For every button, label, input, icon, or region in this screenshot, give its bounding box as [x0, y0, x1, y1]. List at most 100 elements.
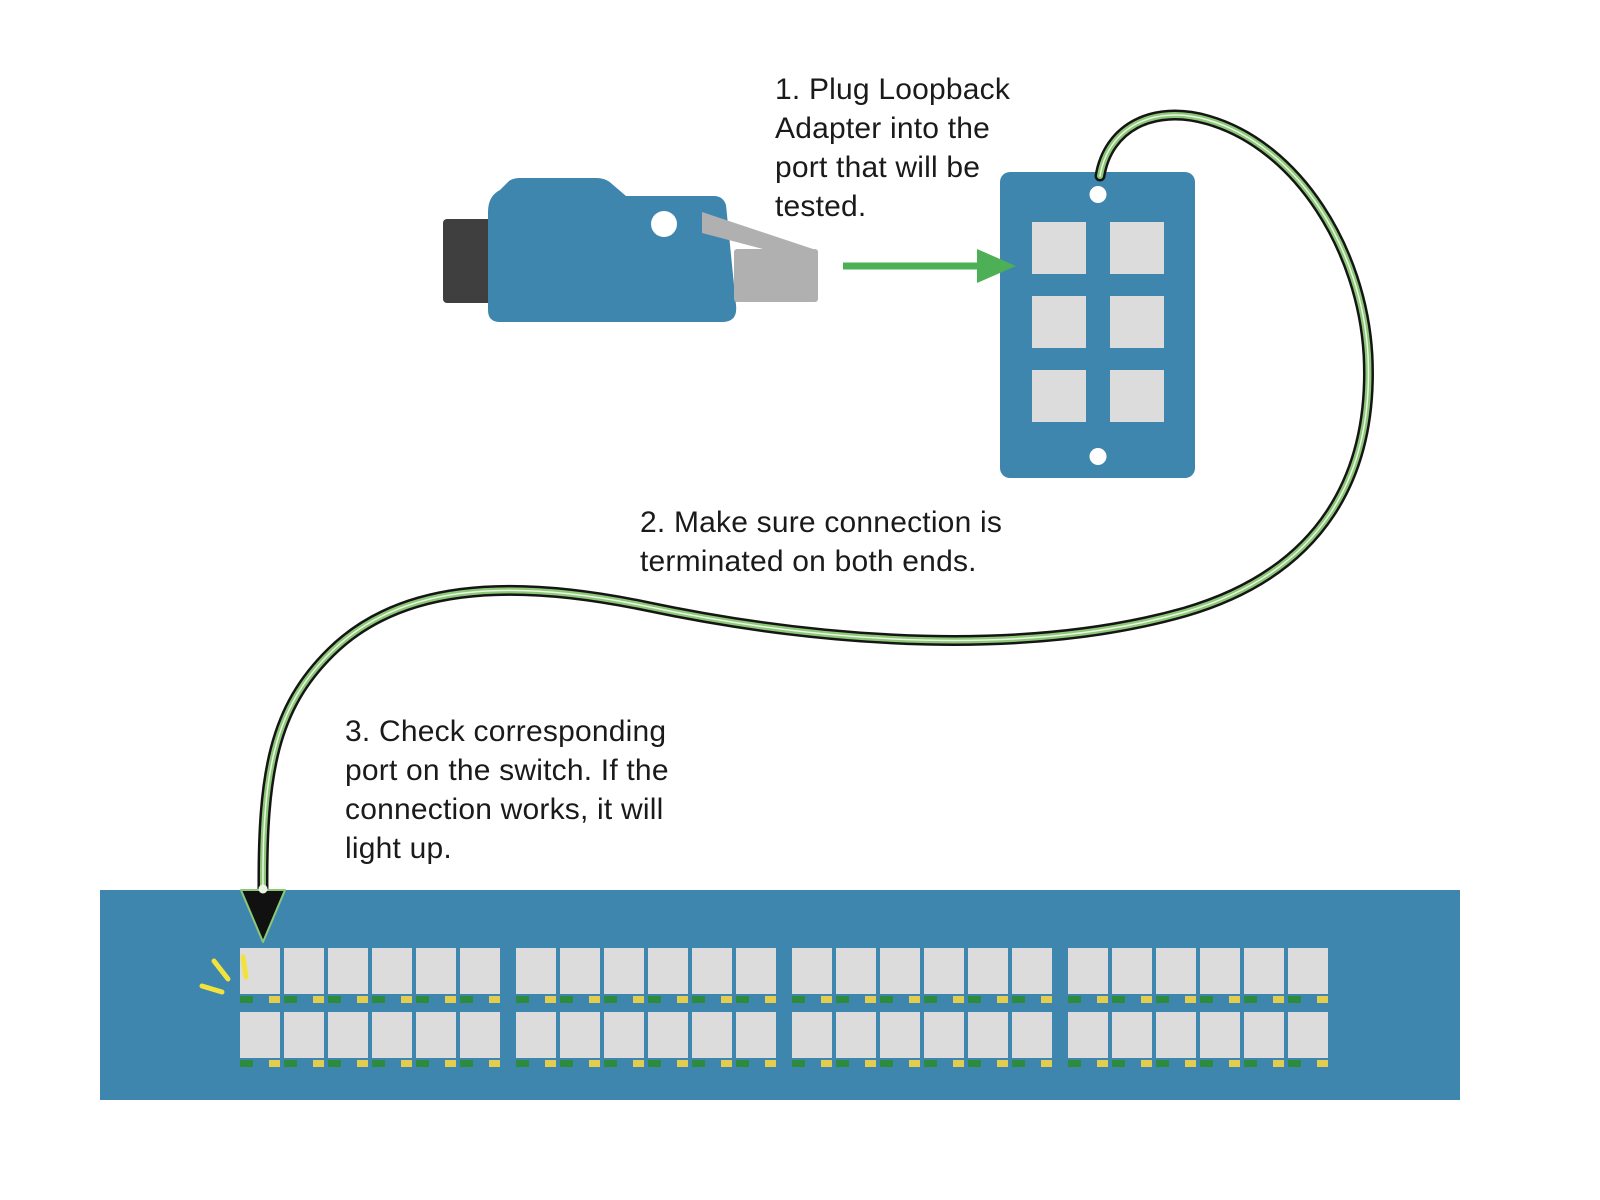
port-leds — [880, 996, 920, 1003]
port-jack — [460, 948, 500, 994]
port-led-green — [1112, 996, 1125, 1003]
port-leds — [240, 996, 280, 1003]
port-led-yellow — [401, 996, 412, 1003]
port-led-yellow — [545, 1060, 556, 1067]
port-led-green — [692, 996, 705, 1003]
port-led-green — [836, 996, 849, 1003]
port-jack — [560, 948, 600, 994]
port-led-yellow — [1185, 996, 1196, 1003]
port-led-green — [1068, 996, 1081, 1003]
port-led-yellow — [953, 1060, 964, 1067]
port-jack — [1012, 1012, 1052, 1058]
port-led-green — [1012, 1060, 1025, 1067]
switch-port-group — [1068, 1012, 1328, 1067]
port-led-green — [604, 996, 617, 1003]
port-leds — [1012, 1060, 1052, 1067]
port-leds — [460, 996, 500, 1003]
port-led-green — [1068, 1060, 1081, 1067]
port-jack — [968, 1012, 1008, 1058]
port-led-yellow — [1097, 996, 1108, 1003]
port-led-green — [1156, 1060, 1169, 1067]
port-led-yellow — [357, 1060, 368, 1067]
port-led-green — [284, 996, 297, 1003]
switch-port-row — [240, 948, 1328, 1003]
port-led-yellow — [765, 996, 776, 1003]
port-jack — [284, 1012, 324, 1058]
port-jack — [1012, 948, 1052, 994]
port-led-green — [240, 1060, 253, 1067]
port-jack — [924, 1012, 964, 1058]
port-jack — [328, 1012, 368, 1058]
switch-port — [416, 948, 456, 1003]
port-leds — [560, 1060, 600, 1067]
port-led-yellow — [445, 1060, 456, 1067]
port-jack — [924, 948, 964, 994]
switch-port — [792, 948, 832, 1003]
switch-port — [648, 1012, 688, 1067]
switch-port — [648, 948, 688, 1003]
port-jack — [560, 1012, 600, 1058]
port-leds — [736, 1060, 776, 1067]
port-jack — [836, 1012, 876, 1058]
switch-port — [880, 948, 920, 1003]
port-jack — [968, 948, 1008, 994]
switch-port — [516, 948, 556, 1003]
port-jack — [1244, 948, 1284, 994]
port-led-yellow — [633, 1060, 644, 1067]
switch-port — [372, 1012, 412, 1067]
switch-port — [328, 1012, 368, 1067]
port-jack — [792, 1012, 832, 1058]
port-led-yellow — [357, 996, 368, 1003]
port-leds — [240, 1060, 280, 1067]
port-led-yellow — [1229, 1060, 1240, 1067]
adapter-hole — [651, 211, 677, 237]
port-jack — [692, 1012, 732, 1058]
switch-port — [516, 1012, 556, 1067]
port-leds — [1200, 996, 1240, 1003]
port-led-yellow — [997, 1060, 1008, 1067]
switch-port-group — [792, 948, 1052, 1003]
port-leds — [516, 996, 556, 1003]
port-jack — [1112, 948, 1152, 994]
port-led-green — [560, 996, 573, 1003]
port-led-green — [968, 1060, 981, 1067]
port-led-green — [560, 1060, 573, 1067]
port-leds — [284, 1060, 324, 1067]
port-led-green — [1288, 1060, 1301, 1067]
switch-port — [1288, 1012, 1328, 1067]
port-led-green — [416, 996, 429, 1003]
switch-port — [736, 948, 776, 1003]
port-led-green — [648, 996, 661, 1003]
port-jack — [880, 1012, 920, 1058]
port-led-green — [372, 1060, 385, 1067]
port-leds — [648, 1060, 688, 1067]
switch-port — [1068, 1012, 1108, 1067]
port-leds — [924, 1060, 964, 1067]
switch-port — [1112, 948, 1152, 1003]
port-led-green — [1200, 1060, 1213, 1067]
port-leds — [416, 1060, 456, 1067]
port-jack — [692, 948, 732, 994]
port-led-yellow — [1141, 1060, 1152, 1067]
port-jack — [880, 948, 920, 994]
port-jack — [1244, 1012, 1284, 1058]
port-jack — [648, 948, 688, 994]
port-jack — [372, 1012, 412, 1058]
switch-port-group — [1068, 948, 1328, 1003]
port-led-yellow — [1185, 1060, 1196, 1067]
port-leds — [736, 996, 776, 1003]
port-jack — [1200, 1012, 1240, 1058]
switch-port — [880, 1012, 920, 1067]
switch-port — [460, 948, 500, 1003]
wall-plate-ports — [1031, 222, 1164, 422]
port-led-yellow — [633, 996, 644, 1003]
port-leds — [1156, 1060, 1196, 1067]
port-led-yellow — [721, 1060, 732, 1067]
switch-port — [968, 948, 1008, 1003]
port-leds — [372, 996, 412, 1003]
switch-port — [1068, 948, 1108, 1003]
port-led-yellow — [765, 1060, 776, 1067]
port-leds — [692, 996, 732, 1003]
port-led-yellow — [1041, 996, 1052, 1003]
screw-hole-bottom — [1089, 448, 1106, 465]
